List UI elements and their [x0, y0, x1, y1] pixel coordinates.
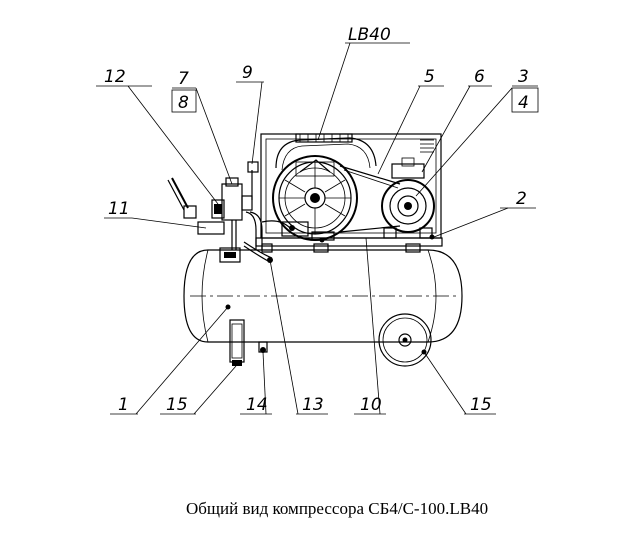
support-foot	[229, 319, 245, 366]
label-10: 10	[360, 395, 382, 415]
air-line-pipes	[243, 161, 291, 263]
guard-grille	[420, 139, 434, 153]
safety-valve	[167, 177, 197, 219]
label-3: 3	[518, 67, 529, 87]
label-1: 1	[118, 395, 129, 415]
label-14: 14	[246, 395, 268, 415]
pump-head	[275, 133, 377, 171]
label-lb40: LB40	[348, 25, 391, 45]
label-2: 2	[516, 189, 527, 209]
drive-belt	[339, 165, 401, 233]
label-6: 6	[474, 67, 485, 87]
drain-valve	[258, 341, 268, 353]
wheel	[378, 313, 432, 367]
label-8: 8	[178, 93, 189, 113]
marker-dot	[429, 234, 435, 240]
electric-motor	[381, 157, 435, 239]
pump-flywheel	[272, 155, 358, 241]
label-7: 7	[178, 69, 189, 89]
label-4: 4	[518, 93, 529, 113]
receiver-tank	[183, 249, 463, 343]
label-12: 12	[104, 67, 126, 87]
outlet-valve	[197, 221, 241, 263]
label-5: 5	[424, 67, 435, 87]
label-11: 11	[108, 199, 130, 219]
pressure-switch-assembly	[211, 177, 253, 250]
label-13: 13	[302, 395, 324, 415]
label-15-right: 15	[470, 395, 492, 415]
leader-lines	[96, 42, 539, 415]
label-9: 9	[242, 63, 253, 83]
pump-base	[281, 221, 335, 241]
drawing-caption: Общий вид компрессора СБ4/С-100.LB40	[186, 499, 488, 518]
marker-dot	[319, 237, 325, 243]
label-15-left: 15	[166, 395, 188, 415]
